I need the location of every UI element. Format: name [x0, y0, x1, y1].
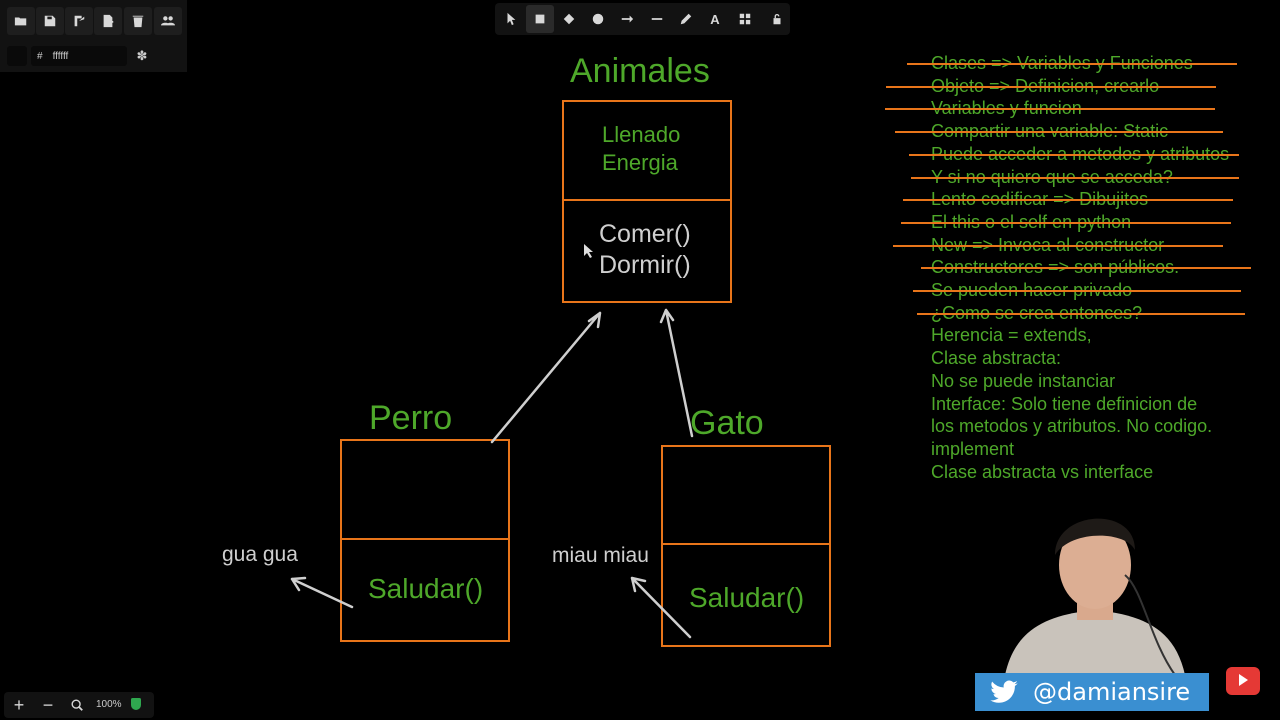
- line-icon[interactable]: [643, 5, 671, 33]
- animales-attribute: Energia: [602, 150, 678, 175]
- save-icon[interactable]: [36, 7, 64, 35]
- zoom-level: 100%: [96, 699, 122, 710]
- twitter-handle-banner: @damiansire: [975, 673, 1209, 711]
- note-line: No se puede instanciar: [931, 370, 1116, 391]
- gato-method: Saludar(): [689, 582, 805, 613]
- zoom-out-icon[interactable]: −: [42, 694, 54, 715]
- strike-line: [911, 176, 1239, 179]
- strike-line: [921, 267, 1251, 270]
- open-icon[interactable]: [7, 7, 35, 35]
- note-line: los metodos y atributos. No codigo.: [931, 416, 1213, 437]
- zoom-controls: + − 100%: [4, 692, 154, 718]
- pencil-icon[interactable]: [672, 5, 700, 33]
- color-hex-field[interactable]: # ffffff: [31, 46, 127, 66]
- webcam-feed: [975, 500, 1215, 675]
- library-icon[interactable]: [731, 5, 759, 33]
- note-line: Variables y funcion: [885, 97, 1229, 120]
- strike-line: [893, 244, 1223, 247]
- note-line: Y si no quiero que se acceda?: [911, 166, 1239, 189]
- inheritance-arrow-gato: [659, 308, 694, 438]
- pointer-icon[interactable]: [497, 5, 525, 33]
- note-line: Constructores => son públicos.: [921, 256, 1251, 279]
- gato-title: Gato: [690, 404, 764, 442]
- perro-sound: gua gua: [222, 543, 298, 566]
- shield-icon: [131, 698, 141, 710]
- gato-sound: miau miau: [552, 544, 649, 567]
- sound-arrow-gato: [630, 576, 692, 639]
- note-line: Interface: Solo tiene definicion de: [931, 393, 1198, 414]
- twitter-handle: @damiansire: [1033, 678, 1191, 706]
- note-line: Clases => Variables y Funciones: [907, 52, 1237, 75]
- collab-icon[interactable]: [154, 7, 182, 35]
- note-line: Compartir una variable: Static: [895, 120, 1229, 143]
- note-line: Se pueden hacer privado: [913, 279, 1241, 302]
- lock-icon[interactable]: [763, 5, 791, 33]
- strike-line: [901, 221, 1231, 224]
- animales-title: Animales: [570, 52, 710, 90]
- youtube-subscribe-icon: [1226, 667, 1260, 695]
- color-hex-value: ffffff: [52, 50, 69, 62]
- inheritance-arrow-perro: [490, 311, 602, 444]
- note-line: Objeto => Definicion, crearlo: [886, 75, 1229, 98]
- export-icon[interactable]: [65, 7, 93, 35]
- note-line: Puede acceder a metodos y atributos: [909, 143, 1239, 166]
- mouse-cursor-icon: [584, 244, 593, 258]
- perro-class-box[interactable]: [340, 439, 510, 642]
- note-line: Herencia = extends,: [931, 325, 1092, 346]
- perro-method: Saludar(): [368, 573, 484, 604]
- stroke-color-swatch[interactable]: [7, 46, 27, 66]
- text-icon[interactable]: A: [710, 11, 720, 27]
- strike-line: [903, 199, 1233, 202]
- animales-divider: [562, 199, 732, 201]
- twitter-bird-icon: [990, 680, 1018, 703]
- strike-line: [909, 153, 1239, 156]
- rectangle-icon[interactable]: [526, 5, 554, 33]
- note-line: ¿Como se crea entonces?: [917, 302, 1245, 325]
- trash-icon[interactable]: [124, 7, 152, 35]
- note-line: Lento codificar => Dibujitos: [903, 188, 1233, 211]
- animales-attribute: Llenado: [602, 122, 681, 147]
- diamond-icon[interactable]: [555, 5, 583, 33]
- note-line: Clase abstracta vs interface: [931, 461, 1154, 482]
- strike-line: [895, 131, 1223, 134]
- strike-line: [885, 108, 1215, 111]
- strike-line: [917, 312, 1245, 315]
- left-toolbar: # ffffff ✽: [0, 0, 187, 72]
- color-settings-icon[interactable]: ✽: [136, 48, 148, 63]
- top-toolbar: A: [495, 3, 790, 35]
- gato-divider: [661, 543, 831, 545]
- hash-label: #: [37, 50, 43, 62]
- perro-divider: [340, 538, 510, 540]
- zoom-in-icon[interactable]: +: [13, 694, 25, 715]
- ellipse-icon[interactable]: [584, 5, 612, 33]
- sound-arrow-perro: [290, 576, 354, 609]
- animales-class-box[interactable]: [562, 100, 732, 303]
- note-line: Clase abstracta:: [931, 348, 1062, 369]
- import-icon[interactable]: [94, 7, 122, 35]
- notes-list: Clases => Variables y Funciones Objeto =…: [885, 52, 1251, 483]
- animales-method: Comer(): [599, 220, 691, 248]
- animales-method: Dormir(): [599, 251, 691, 279]
- note-line: El this o el self en python: [901, 211, 1231, 234]
- perro-title: Perro: [369, 399, 453, 437]
- zoom-reset-icon[interactable]: [64, 692, 90, 718]
- note-line: implement: [931, 438, 1015, 459]
- gato-class-box[interactable]: [661, 445, 831, 647]
- strike-line: [907, 63, 1237, 65]
- strike-line: [886, 85, 1216, 88]
- strike-line: [913, 290, 1241, 293]
- note-line: New => Invoca al constructor: [893, 234, 1229, 257]
- arrow-icon[interactable]: [613, 5, 641, 33]
